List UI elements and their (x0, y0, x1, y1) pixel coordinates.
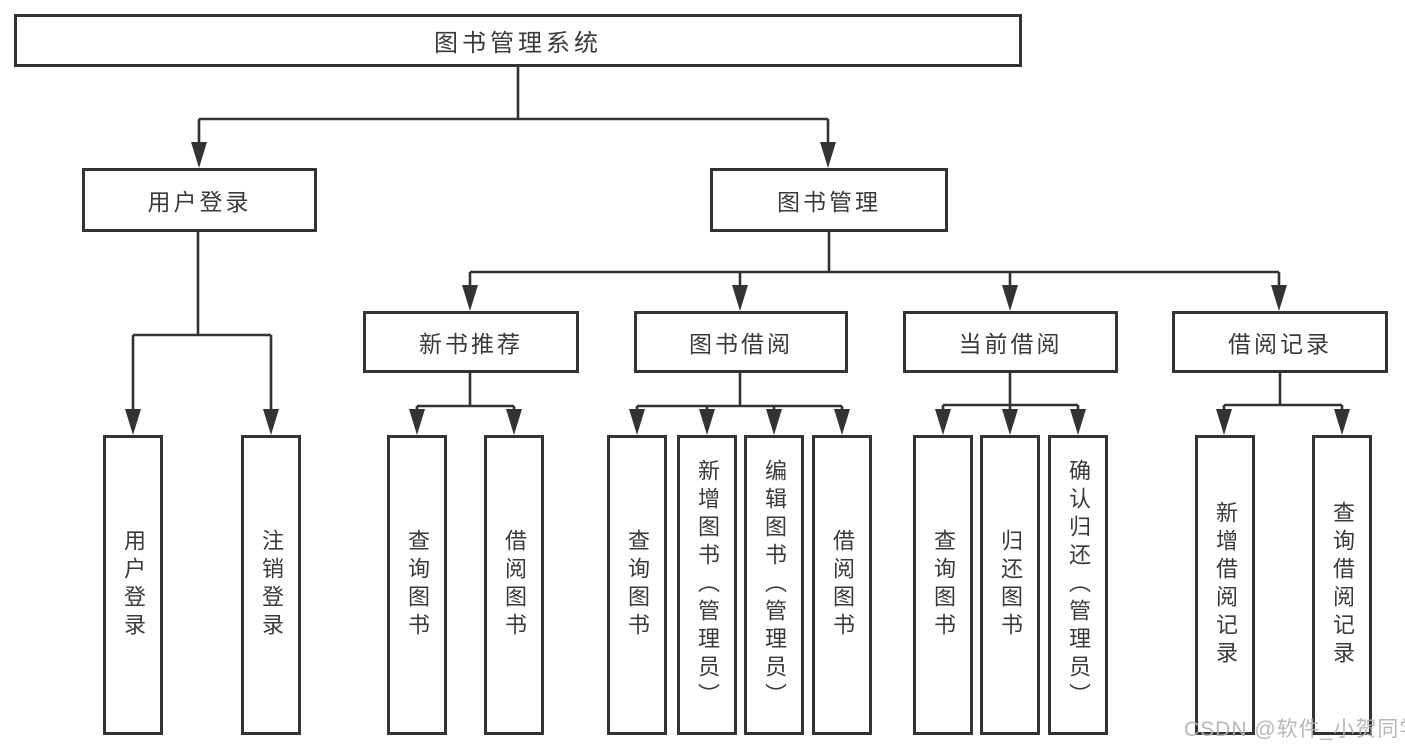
leaf-borrow-add-book-admin: 新增图书（管理员） (677, 435, 737, 735)
node-book-borrow-label: 图书借阅 (689, 331, 793, 357)
leaf-recommend-query-books-label: 查询图书 (405, 529, 430, 641)
leaf-borrow-add-book-admin-label: 新增图书（管理员） (695, 459, 720, 711)
leaf-current-query-books: 查询图书 (913, 435, 973, 735)
leaf-records-add-record: 新增借阅记录 (1195, 435, 1255, 735)
leaf-records-add-record-label: 新增借阅记录 (1213, 501, 1238, 669)
node-borrow-records: 借阅记录 (1172, 311, 1388, 373)
leaf-current-return-books: 归还图书 (980, 435, 1040, 735)
node-new-book-recommend-label: 新书推荐 (419, 331, 523, 357)
leaf-logout: 注销登录 (241, 435, 301, 735)
leaf-borrow-edit-book-admin-label: 编辑图书（管理员） (762, 459, 787, 711)
connector-user-login-to-leaves (125, 232, 279, 435)
node-book-borrow: 图书借阅 (634, 311, 848, 373)
node-new-book-recommend: 新书推荐 (363, 311, 579, 373)
connector-recommend-to-leaves (409, 373, 522, 435)
connector-current-to-leaves (935, 373, 1086, 435)
leaf-user-login: 用户登录 (103, 435, 163, 735)
leaf-borrow-query-books: 查询图书 (607, 435, 667, 735)
node-user-login: 用户登录 (82, 168, 317, 232)
node-book-management-label: 图书管理 (777, 189, 881, 215)
leaf-records-query-record-label: 查询借阅记录 (1330, 501, 1355, 669)
leaf-borrow-borrow-books-label: 借阅图书 (830, 529, 855, 641)
watermark: CSDN @软件_小贺同学 (1184, 718, 1405, 741)
connector-borrow-to-leaves (629, 373, 850, 435)
connector-records-to-leaves (1216, 373, 1350, 435)
leaf-recommend-borrow-books-label: 借阅图书 (502, 529, 527, 641)
leaf-current-return-books-label: 归还图书 (998, 529, 1023, 641)
connector-root-to-level2 (191, 67, 836, 168)
node-root-system: 图书管理系统 (14, 14, 1022, 67)
node-current-borrow-label: 当前借阅 (958, 331, 1063, 357)
node-user-login-label: 用户登录 (147, 189, 252, 215)
leaf-user-login-label: 用户登录 (121, 529, 146, 641)
leaf-current-query-books-label: 查询图书 (931, 529, 956, 641)
connector-book-mgmt-to-level3 (462, 231, 1287, 311)
leaf-borrow-edit-book-admin: 编辑图书（管理员） (744, 435, 804, 735)
leaf-recommend-borrow-books: 借阅图书 (484, 435, 544, 735)
leaf-current-confirm-return-admin: 确认归还（管理员） (1048, 435, 1108, 735)
node-root-label: 图书管理系统 (434, 30, 602, 57)
leaf-logout-label: 注销登录 (259, 529, 284, 641)
node-book-management: 图书管理 (710, 168, 948, 232)
leaf-borrow-borrow-books: 借阅图书 (812, 435, 872, 735)
leaf-recommend-query-books: 查询图书 (387, 435, 447, 735)
leaf-records-query-record: 查询借阅记录 (1312, 435, 1372, 735)
leaf-borrow-query-books-label: 查询图书 (625, 529, 650, 641)
leaf-current-confirm-return-admin-label: 确认归还（管理员） (1066, 459, 1091, 711)
node-borrow-records-label: 借阅记录 (1228, 331, 1332, 357)
node-current-borrow: 当前借阅 (903, 311, 1118, 373)
